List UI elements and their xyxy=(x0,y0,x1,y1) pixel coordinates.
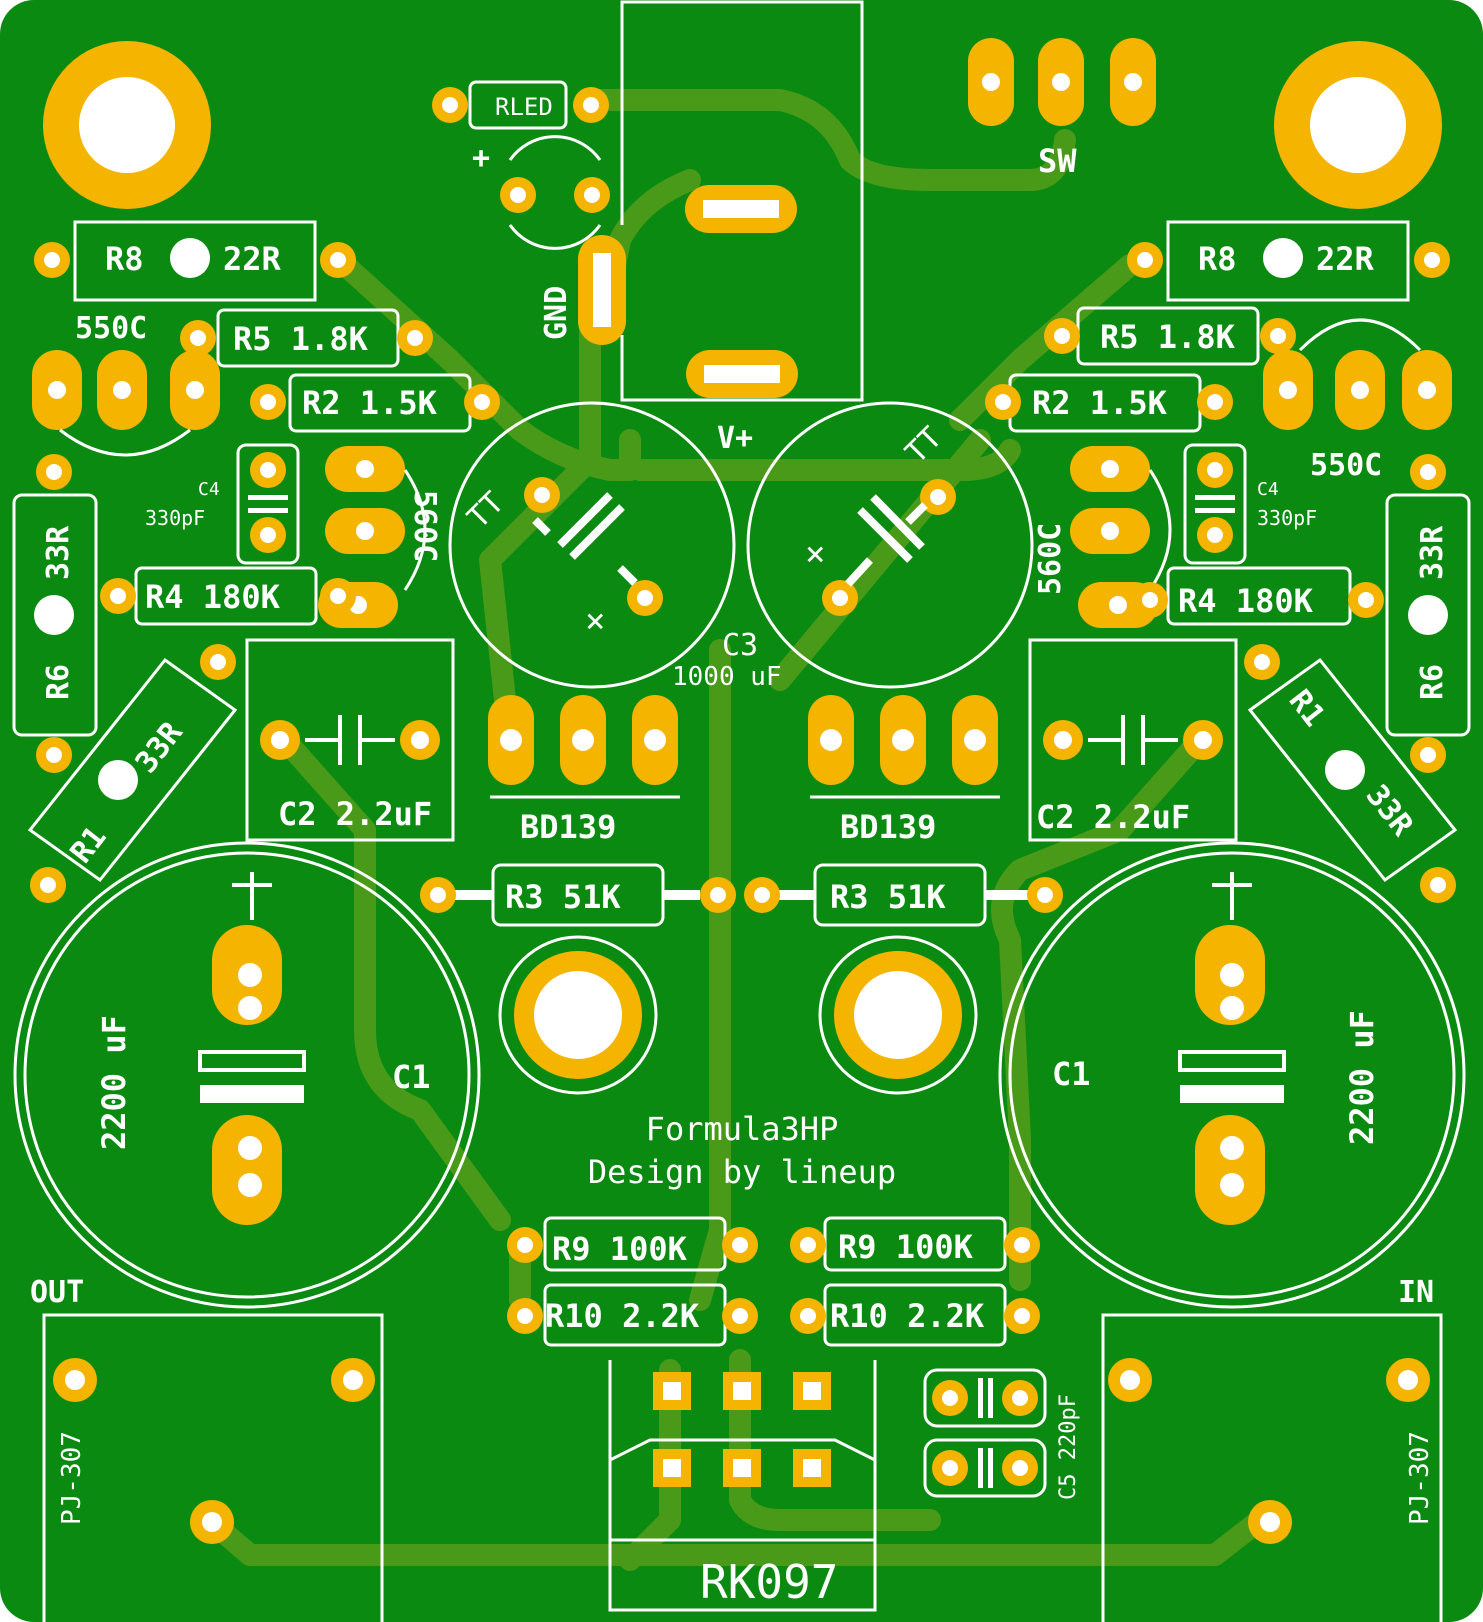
c4-right-label: C4 xyxy=(1257,479,1279,500)
c1-right-value: 2200 uF xyxy=(1343,1010,1381,1145)
c4-right-value: 330pF xyxy=(1257,506,1317,530)
board-title: Formula3HP xyxy=(646,1110,839,1148)
bd139-left-label: BD139 xyxy=(520,808,616,846)
r6-right-value: 33R xyxy=(1415,525,1450,580)
r3-left-label: R3 51K xyxy=(505,878,621,916)
rk097-label: RK097 xyxy=(700,1555,838,1609)
c2-left-label: C2 2.2uF xyxy=(278,795,432,833)
r9-right-label: R9 100K xyxy=(838,1228,974,1266)
bd139-transistors xyxy=(488,695,1000,799)
c3-value: 1000 uF xyxy=(672,662,782,692)
c1-capacitors xyxy=(13,841,1466,1309)
r8-left-value: 22R xyxy=(223,240,282,278)
pj307-right-label: PJ-307 xyxy=(1405,1431,1435,1525)
r8-left-label: R8 xyxy=(105,240,144,278)
c3-right-x-label: × xyxy=(805,534,825,574)
board-credit: Design by lineup xyxy=(588,1153,896,1191)
c4-left-label: C4 xyxy=(198,479,220,500)
c5-capacitor xyxy=(923,1368,1047,1498)
r8-right-label: R8 xyxy=(1198,240,1237,278)
c4-left-value: 330pF xyxy=(145,506,205,530)
silkscreen-labels: RLED + GND SW V+ R8 22R R8 22R 550C 550C… xyxy=(30,93,1450,1609)
r3-right-label: R3 51K xyxy=(830,878,946,916)
vplus-label: V+ xyxy=(717,421,753,456)
mounting-holes xyxy=(43,41,1442,1095)
r9-left-label: R9 100K xyxy=(552,1230,688,1268)
out-label: OUT xyxy=(30,1275,84,1310)
led-area xyxy=(432,80,610,250)
r8-right-value: 22R xyxy=(1316,240,1375,278)
r3-resistors xyxy=(420,863,1063,927)
copper-traces xyxy=(204,89,1271,1571)
q550-right-label: 550C xyxy=(1310,448,1382,483)
c5-label: C5 220pF xyxy=(1056,1394,1081,1500)
r5-right-label: R5 1.8K xyxy=(1100,318,1236,356)
c2-capacitors xyxy=(245,638,1238,842)
in-label: IN xyxy=(1398,1275,1434,1310)
c3-label: C3 xyxy=(722,628,758,663)
dc-jack-footprint xyxy=(578,0,864,402)
r4-right-label: R4 180K xyxy=(1178,582,1314,620)
sw-label: SW xyxy=(1038,142,1077,180)
r6-right-label: R6 xyxy=(1415,664,1450,700)
rk097-potentiometer xyxy=(608,1360,877,1612)
switch-footprint xyxy=(968,38,1156,126)
c3-left-x-label: × xyxy=(585,601,605,641)
c1-left-label: C1 xyxy=(392,1058,431,1096)
c3-capacitors xyxy=(448,401,1034,689)
r2-left-label: R2 1.5K xyxy=(302,384,438,422)
gnd-label: GND xyxy=(539,286,574,340)
led-plus-label: + xyxy=(472,141,490,176)
q560-left-label: 560C xyxy=(407,490,442,562)
r9-r10-resistors xyxy=(507,1216,1040,1347)
c1-right-label: C1 xyxy=(1052,1055,1091,1093)
pj307-jacks xyxy=(42,1313,1443,1622)
rled-label: RLED xyxy=(495,93,553,121)
r6-left-label: R6 xyxy=(41,664,76,700)
c2-right-label: C2 2.2uF xyxy=(1036,798,1190,836)
r5-left-label: R5 1.8K xyxy=(233,320,369,358)
pj307-left-label: PJ-307 xyxy=(57,1431,87,1525)
r4-left-label: R4 180K xyxy=(145,578,281,616)
q560-right-label: 560C xyxy=(1033,523,1068,595)
q550-left-label: 550C xyxy=(75,311,147,346)
left-small-parts xyxy=(12,220,500,903)
right-small-parts xyxy=(985,220,1471,903)
c1-left-value: 2200 uF xyxy=(95,1015,133,1150)
r2-right-label: R2 1.5K xyxy=(1032,384,1168,422)
bd139-right-label: BD139 xyxy=(840,808,936,846)
r6-left-value: 33R xyxy=(41,525,76,580)
r10-right-label: R10 2.2K xyxy=(830,1297,985,1335)
r10-left-label: R10 2.2K xyxy=(545,1297,700,1335)
